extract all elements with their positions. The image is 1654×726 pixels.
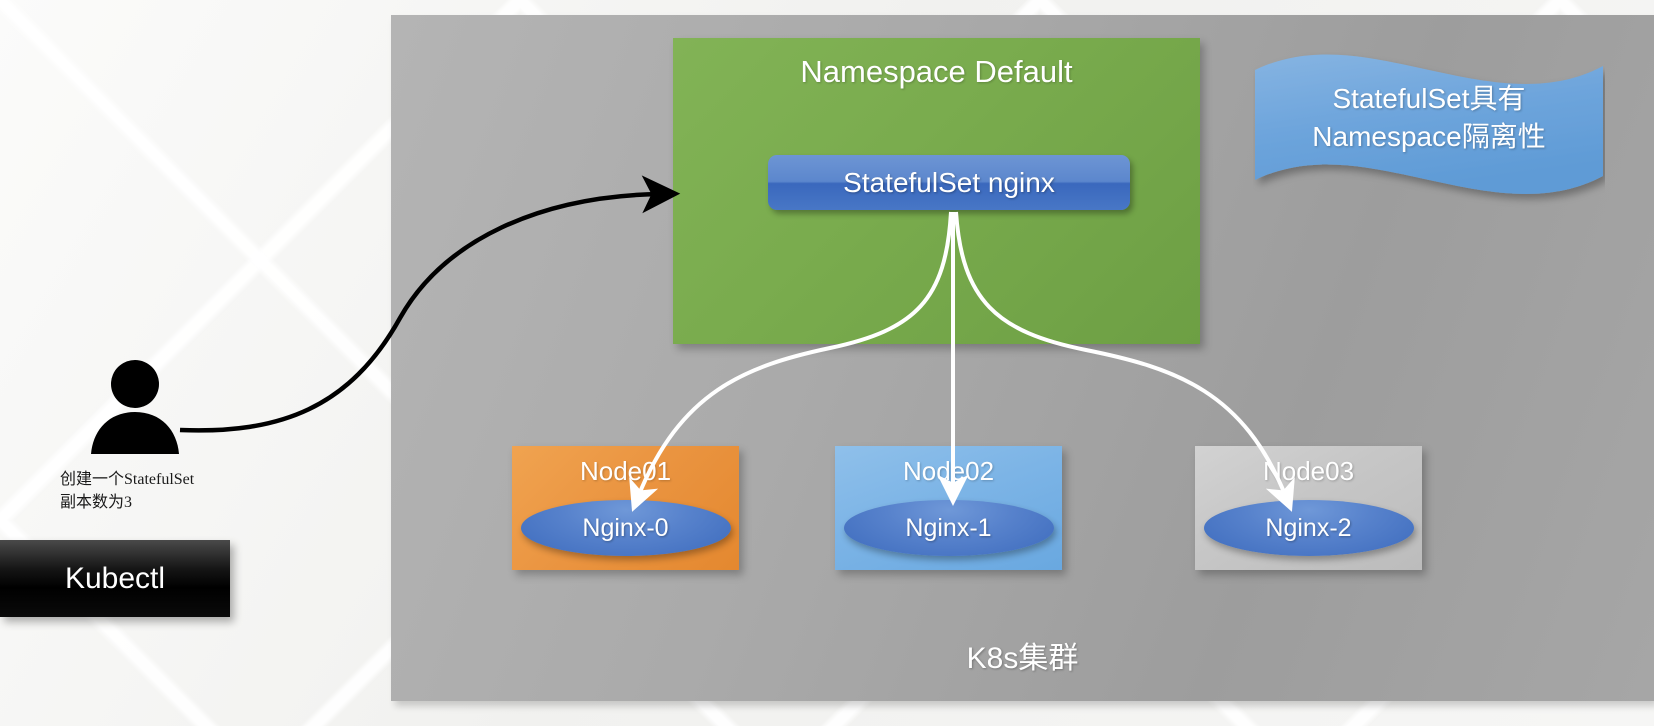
node-box-node01: Node01 Nginx-0 <box>512 446 739 570</box>
node-title: Node02 <box>902 456 995 486</box>
namespace-title: Namespace Default <box>800 54 1073 89</box>
user-command-caption: 创建一个StatefulSet 副本数为3 <box>60 468 310 514</box>
ribbon-banner: StatefulSet具有 Namespace隔离性 <box>1253 52 1605 208</box>
node-title: Node01 <box>579 456 672 486</box>
person-icon <box>85 360 185 455</box>
ribbon-line-2: Namespace隔离性 <box>1312 121 1546 153</box>
ribbon-text: StatefulSet具有 Namespace隔离性 <box>1253 80 1605 156</box>
caption-line-2: 副本数为3 <box>60 494 133 512</box>
node-box-node02: Node02 Nginx-1 <box>835 446 1062 570</box>
ribbon-shape-icon <box>1255 54 1603 194</box>
statefulset-nginx-node[interactable]: StatefulSet nginx <box>768 155 1130 210</box>
pod-nginx-2[interactable]: Nginx-2 <box>1203 500 1414 556</box>
user-actor: 创建一个StatefulSet 副本数为3 <box>60 360 320 630</box>
node-box-node03: Node03 Nginx-2 <box>1195 446 1422 570</box>
node-title: Node03 <box>1262 456 1355 486</box>
cluster-label: K8s集群 <box>966 642 1079 675</box>
caption-line-1: 创建一个StatefulSet <box>60 471 195 488</box>
pod-nginx-1[interactable]: Nginx-1 <box>843 500 1054 556</box>
pod-nginx-0[interactable]: Nginx-0 <box>520 500 731 556</box>
ribbon-line-1: StatefulSet具有 <box>1332 83 1526 114</box>
kubectl-box[interactable]: Kubectl <box>0 540 230 617</box>
